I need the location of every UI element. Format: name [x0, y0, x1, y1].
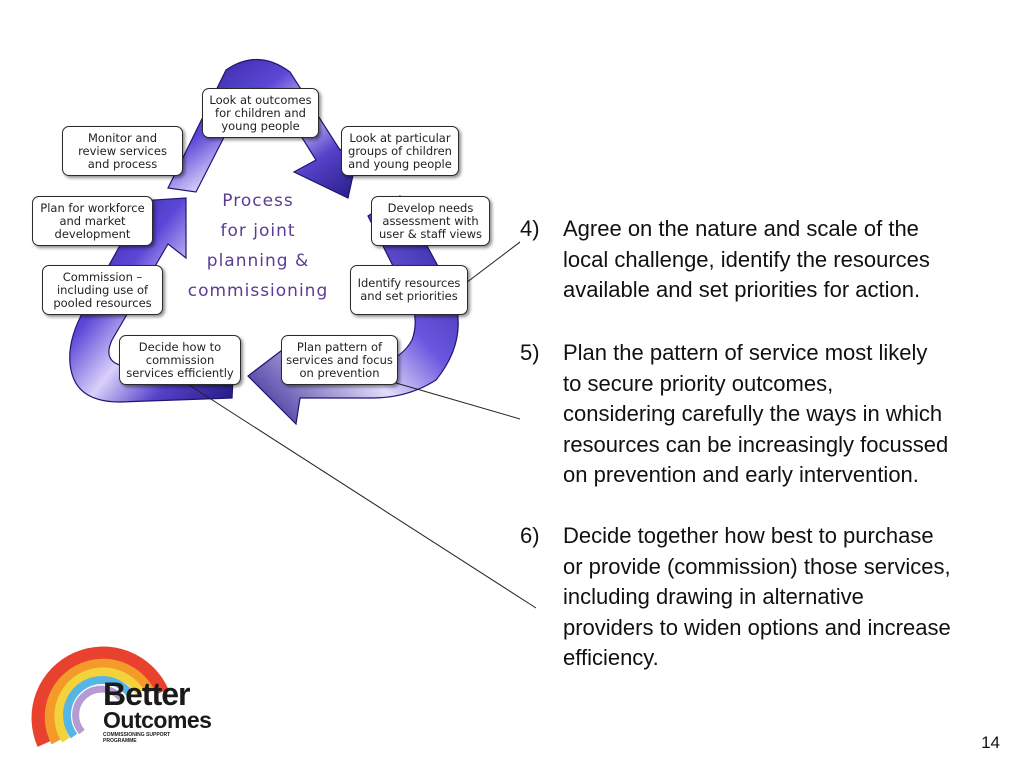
- rainbow-arc-icon: [31, 646, 169, 747]
- point-6-text: Decide together how best to purchase or …: [563, 523, 951, 670]
- leader-line-5: [395, 382, 520, 420]
- step-monitor-review: Monitor and review services and process: [62, 126, 183, 176]
- point-5-number: 5): [520, 340, 540, 365]
- step-commission: Commission – including use of pooled res…: [42, 265, 163, 315]
- page-number: 14: [981, 733, 1000, 752]
- logo-better: Better: [103, 676, 190, 712]
- leader-line-4: [461, 241, 520, 287]
- step-identify-resources: Identify resources and set priorities: [350, 265, 468, 315]
- point-4-text: Agree on the nature and scale of the loc…: [563, 216, 930, 302]
- logo-outcomes: Outcomes: [103, 707, 212, 733]
- step-workforce: Plan for workforce and market developmen…: [32, 196, 153, 246]
- point-5: 5) Plan the pattern of service most like…: [520, 338, 1020, 493]
- point-4-number: 4): [520, 216, 540, 241]
- point-6: 6) Decide together how best to purchase …: [520, 521, 1020, 676]
- logo-programme: COMMISSIONING SUPPORT PROGRAMME: [103, 732, 171, 744]
- point-4: 4) Agree on the nature and scale of the …: [520, 214, 1020, 309]
- step-look-at-outcomes: Look at outcomes for children and young …: [202, 88, 319, 138]
- point-6-number: 6): [520, 523, 540, 548]
- point-5-text: Plan the pattern of service most likely …: [563, 340, 949, 487]
- step-particular-groups: Look at particular groups of children an…: [341, 126, 459, 176]
- step-decide-commission: Decide how to commission services effici…: [119, 335, 241, 385]
- step-needs-assessment: Develop needs assessment with user & sta…: [371, 196, 490, 246]
- step-plan-pattern: Plan pattern of services and focus on pr…: [281, 335, 398, 385]
- diagram-title: Process for joint planning & commissioni…: [187, 191, 329, 301]
